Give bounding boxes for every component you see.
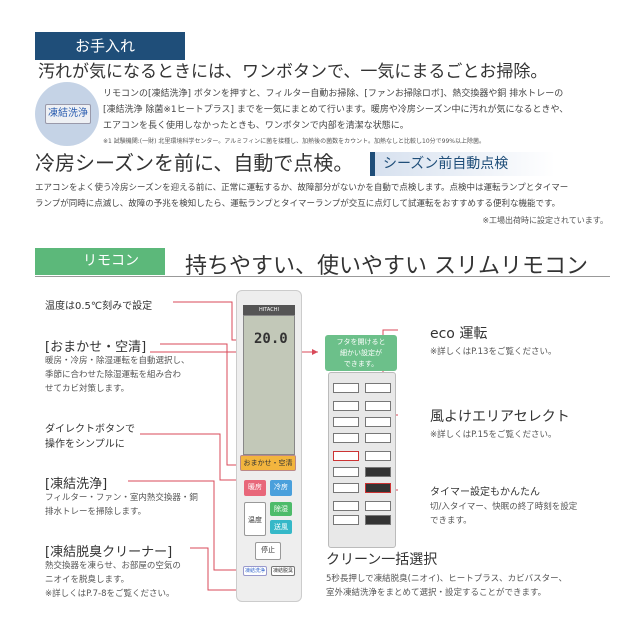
- desc-omakase: 暖房・冷房・除湿運転を自動選択し、 季節に合わせた除湿運転を組み合わ せてカビ対…: [45, 354, 190, 396]
- divider: [35, 276, 610, 277]
- check-body: エアコンをよく使う冷房シーズンを迎える前に、正常に運転するか、故障部分がないかを…: [35, 180, 568, 212]
- desc-line: せてカビ対策します。: [45, 384, 130, 394]
- desc-line: できます。: [430, 516, 472, 526]
- remote-title: 持ちやすい、使いやすい スリムリモコン: [185, 254, 588, 279]
- check-body-line: エアコンをよく使う冷房シーズンを迎える前に、正常に運転するか、故障部分がないかを…: [35, 183, 569, 193]
- desc-freeze-clean: フィルター・ファン・室内熱交換器・銅 排水トレーを掃除します。: [45, 491, 198, 519]
- label-line: 操作をシンプルに: [45, 439, 125, 450]
- desc-line: 室外凍結洗浄をまとめて選択・設定することができます。: [326, 588, 547, 598]
- freeze-deodor-button: 凍結脱臭: [271, 566, 295, 576]
- desc-wind-area: ※詳しくはP.15をご覧ください。: [430, 430, 557, 440]
- stop-button: 停止: [255, 542, 281, 560]
- label-timer: タイマー設定もかんたん: [430, 487, 540, 498]
- desc-line: 暖房・冷房・除湿運転を自動選択し、: [45, 356, 190, 366]
- desc-line: 季節に合わせた除湿運転を組み合わ: [45, 370, 182, 380]
- desc-line: ※詳しくはP.7-8をご覧ください。: [45, 589, 175, 599]
- label-direct-button: ダイレクトボタンで 操作をシンプルに: [45, 422, 135, 452]
- desc-line: ニオイを脱臭します。: [45, 575, 130, 585]
- desc-line: フィルター・ファン・室内熱交換器・銅: [45, 493, 198, 503]
- brand-logo: HITACHI: [243, 305, 295, 315]
- section-band-care: お手入れ: [35, 32, 185, 60]
- temp-button: 温度: [244, 502, 266, 536]
- omakase-button: おまかせ・空清: [240, 455, 296, 471]
- bubble-line: フタを開けると: [336, 338, 386, 346]
- lcd-temp: 20.0: [254, 331, 288, 347]
- tip-bubble: フタを開けると 細かい設定が できます。: [325, 335, 397, 371]
- care-body-line: [凍結洗浄 除菌※1ヒートプラス] までを一気にまとめて行います。暖房や冷房シー…: [103, 105, 569, 115]
- desc-line: 切/入タイマー、快眠の終了時刻を設定: [430, 502, 578, 512]
- label-temp-step: 温度は0.5℃刻みで設定: [45, 301, 153, 312]
- label-freeze-deodor: [凍結脱臭クリーナー]: [45, 545, 173, 560]
- check-tag: シーズン前自動点検: [370, 152, 555, 176]
- check-body-line: ランプが同時に点滅し、故障の予兆を検知したら、運転ランプとタイマーランプが交互に…: [35, 199, 561, 209]
- care-body: リモコンの[凍結洗浄] ボタンを押すと、フィルター自動お掃除、[ファンお掃除ロボ…: [103, 86, 568, 134]
- desc-timer: 切/入タイマー、快眠の終了時刻を設定 できます。: [430, 500, 577, 528]
- desc-freeze-deodor: 熱交換器を凍らせ、お部屋の空気の ニオイを脱臭します。 ※詳しくはP.7-8をご…: [45, 559, 181, 601]
- desc-line: 5秒長押しで凍結脱臭(ニオイ)、ヒートプラス、カビバスター、: [326, 574, 568, 584]
- label-clean-batch: クリーン一括選択: [326, 552, 438, 568]
- label-eco: eco 運転: [430, 326, 488, 342]
- freeze-clean-button: 凍結洗浄: [243, 566, 267, 576]
- desc-line: 排水トレーを掃除します。: [45, 507, 147, 517]
- lcd-screen: [243, 315, 295, 455]
- desc-eco: ※詳しくはP.13をご覧ください。: [430, 347, 557, 357]
- check-note: ※工場出荷時に設定されています。: [482, 216, 608, 225]
- remote-open-image: [328, 372, 396, 548]
- bubble-line: 細かい設定が: [340, 349, 382, 357]
- label-wind-area: 風よけエリアセレクト: [430, 409, 570, 425]
- desc-clean-batch: 5秒長押しで凍結脱臭(ニオイ)、ヒートプラス、カビバスター、 室外凍結洗浄をまと…: [326, 572, 567, 600]
- heat-button: 暖房: [244, 480, 266, 496]
- fan-button: 送風: [270, 520, 292, 534]
- bubble-line: できます。: [343, 360, 379, 368]
- check-headline: 冷房シーズンを前に、自動で点検。: [35, 151, 354, 175]
- care-body-line: エアコンを長く使用しなかったときも、ワンボタンで内部を清潔な状態に。: [103, 121, 409, 131]
- section-tab-remote: リモコン: [35, 248, 165, 275]
- care-headline: 汚れが気になるときには、ワンボタンで、一気にまるごとお掃除。: [38, 62, 548, 82]
- cool-button: 冷房: [270, 480, 292, 496]
- care-body-line: リモコンの[凍結洗浄] ボタンを押すと、フィルター自動お掃除、[ファンお掃除ロボ…: [103, 89, 564, 99]
- label-freeze-clean: [凍結洗浄]: [45, 477, 108, 492]
- care-footnote: ※1 試験機関:(一財) 北里環境科学センター。アルミフィンに菌を接種し、加熱後…: [103, 138, 485, 145]
- dry-button: 除湿: [270, 502, 292, 516]
- label-line: ダイレクトボタンで: [45, 424, 135, 435]
- desc-line: 熱交換器を凍らせ、お部屋の空気の: [45, 561, 181, 571]
- label-omakase: [おまかせ・空清]: [45, 340, 147, 355]
- freeze-clean-button-image: 凍結洗浄: [45, 104, 91, 124]
